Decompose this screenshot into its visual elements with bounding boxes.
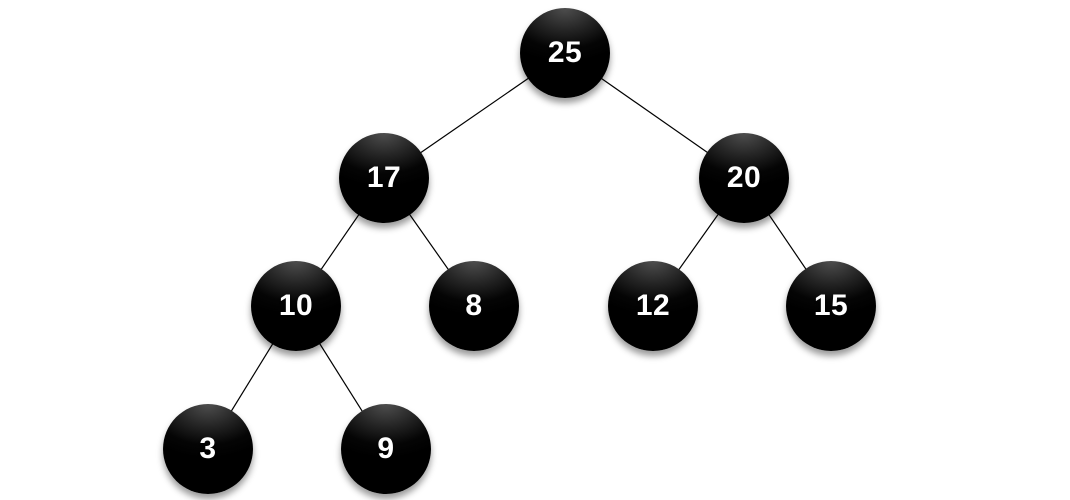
- tree-node-label: 3: [199, 432, 217, 465]
- tree-node-8: 8: [429, 261, 519, 351]
- tree-node-20: 20: [699, 133, 789, 223]
- tree-node-label: 15: [813, 289, 849, 322]
- tree-node-25: 25: [520, 8, 610, 98]
- tree-node-15: 15: [786, 261, 876, 351]
- tree-node-label: 8: [465, 289, 483, 322]
- tree-node-label: 9: [377, 432, 395, 465]
- tree-node-label: 10: [278, 289, 314, 322]
- tree-node-label: 25: [547, 36, 583, 69]
- tree-node-label: 12: [635, 289, 671, 322]
- tree-node-10: 10: [251, 261, 341, 351]
- tree-node-label: 17: [366, 161, 402, 194]
- tree-node-label: 20: [726, 161, 762, 194]
- tree-node-3: 3: [163, 404, 253, 494]
- tree-node-17: 17: [339, 133, 429, 223]
- tree-node-12: 12: [608, 261, 698, 351]
- tree-node-9: 9: [341, 404, 431, 494]
